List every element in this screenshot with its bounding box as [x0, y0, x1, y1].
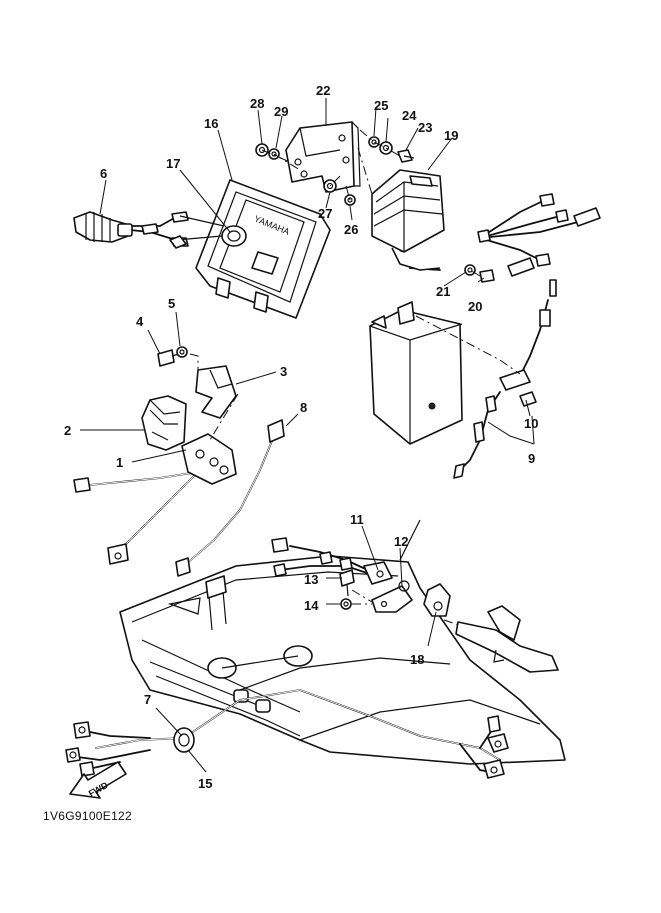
- part-2-clamp-band: [141, 395, 187, 451]
- callout-22: 22: [316, 83, 330, 98]
- callout-28: 28: [250, 96, 264, 111]
- callout-14: 14: [304, 598, 319, 613]
- callout-24: 24: [402, 108, 417, 123]
- part-14-washer: [340, 598, 352, 610]
- callout-2: 2: [64, 423, 71, 438]
- part-9-fuse-lead: [453, 279, 557, 479]
- part-11-switch-lead: [271, 537, 393, 585]
- part-12-plate: [371, 580, 413, 613]
- callout-5: 5: [168, 296, 175, 311]
- callout-labels: 1 2 3 4 5 6 7 8 9 10 11 12 13 14 15 16 1…: [64, 83, 538, 791]
- callout-23: 23: [418, 120, 432, 135]
- callout-27: 27: [318, 206, 332, 221]
- callout-21: 21: [436, 284, 450, 299]
- fasteners-top: [255, 136, 495, 283]
- callout-16: 16: [204, 116, 218, 131]
- diagram-code: 1V6G9100E122: [43, 809, 133, 823]
- callout-8: 8: [300, 400, 307, 415]
- callout-18: 18: [410, 652, 424, 667]
- part-15-grommet: [173, 727, 195, 753]
- part-7-cable-terminals: [65, 715, 509, 779]
- part-3-relay-bracket: [195, 365, 237, 419]
- callout-25: 25: [374, 98, 388, 113]
- callout-10: 10: [524, 416, 538, 431]
- bottom-cowling: [119, 519, 566, 765]
- callout-4: 4: [136, 314, 144, 329]
- callout-17: 17: [166, 156, 180, 171]
- part-1-starter-relay: [73, 433, 237, 565]
- callout-11: 11: [350, 512, 364, 527]
- callout-29: 29: [274, 104, 288, 119]
- callout-13: 13: [304, 572, 318, 587]
- part-5-washer: [176, 346, 188, 358]
- part-16-control-box: YAMAHA: [169, 179, 331, 319]
- part-19-rectifier-regulator: [371, 169, 601, 277]
- leader-lines: [80, 98, 535, 773]
- rectifier-regulator-cover: [369, 301, 463, 445]
- part-22-bracket: [285, 121, 361, 193]
- part-13-bolt: [339, 569, 355, 597]
- callout-1: 1: [116, 455, 123, 470]
- callout-20: 20: [468, 299, 482, 314]
- callout-3: 3: [280, 364, 287, 379]
- callout-26: 26: [344, 222, 358, 237]
- callout-6: 6: [100, 166, 107, 181]
- callout-7: 7: [144, 692, 151, 707]
- part-18-clamp: [423, 583, 559, 673]
- callout-12: 12: [394, 534, 408, 549]
- assembly-lines: [189, 129, 521, 627]
- callout-19: 19: [444, 128, 458, 143]
- callout-15: 15: [198, 776, 212, 791]
- callout-9: 9: [528, 451, 535, 466]
- part-8-lead: [175, 419, 285, 577]
